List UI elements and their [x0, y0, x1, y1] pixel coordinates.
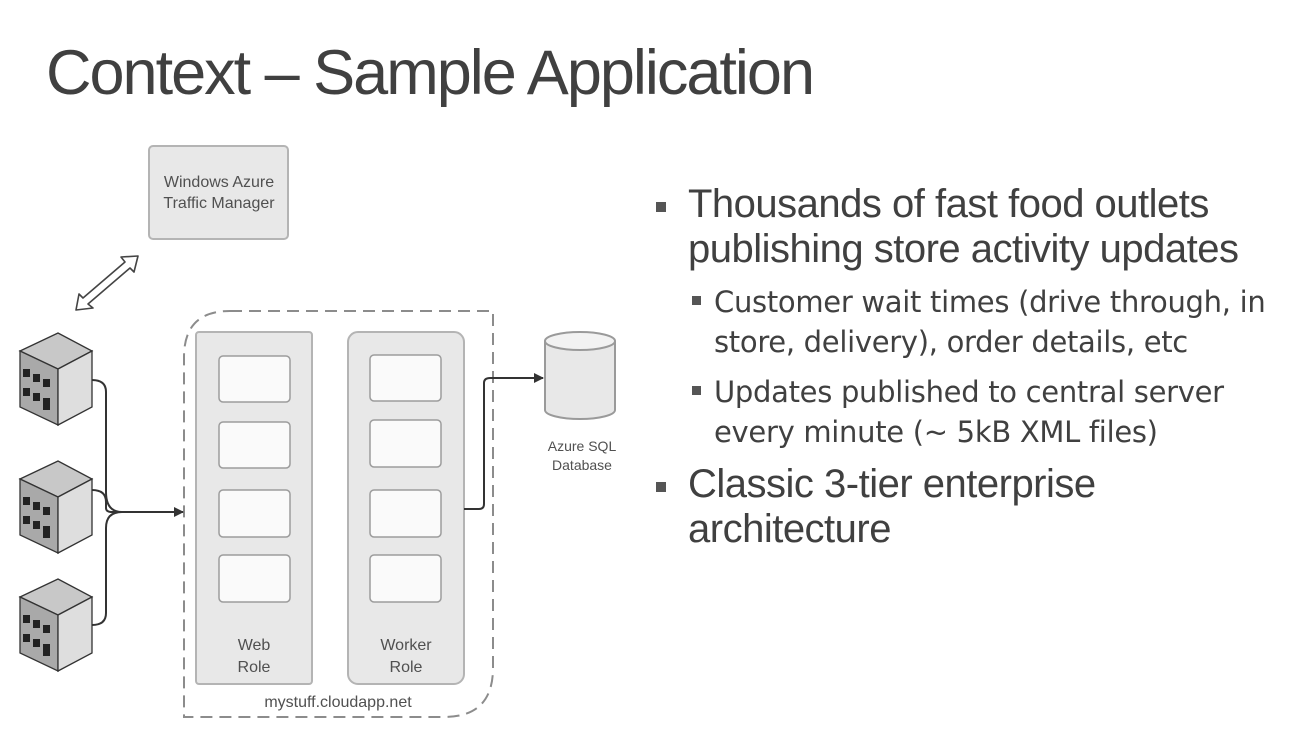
sub-bullet-item: Updates published to central server ever… [688, 372, 1290, 452]
traffic-manager-label-line2: Traffic Manager [163, 195, 275, 212]
building-icon [18, 332, 94, 427]
slide-title: Context – Sample Application [46, 38, 815, 108]
worker-to-database-connector [464, 373, 544, 510]
database-label-line2: Database [552, 457, 612, 473]
sub-bullet-list: Customer wait times (drive through, in s… [688, 282, 1290, 452]
traffic-manager-label-line1: Windows Azure [164, 174, 274, 191]
bullet-text: Classic 3-tier enterprise architecture [688, 462, 1096, 551]
web-role-panel: Web Role [195, 331, 313, 685]
cloud-service-container: mystuff.cloudapp.net [183, 310, 494, 718]
bullet-list: Thousands of fast food outlets publishin… [650, 182, 1290, 560]
sub-bullet-item: Customer wait times (drive through, in s… [688, 282, 1290, 362]
web-role-label-line2: Role [238, 659, 271, 676]
web-role-instance [218, 355, 291, 403]
web-role-label-line1: Web [238, 637, 271, 654]
sub-bullet-text: Customer wait times (drive through, in s… [714, 285, 1266, 359]
square-bullet-icon [656, 202, 666, 212]
worker-role-label-line2: Role [390, 659, 423, 676]
double-arrow-icon [75, 255, 139, 311]
sub-bullet-text: Updates published to central server ever… [714, 375, 1224, 449]
bullet-text: Thousands of fast food outlets publishin… [688, 182, 1239, 271]
square-bullet-icon [692, 386, 701, 395]
bullet-item: Thousands of fast food outlets publishin… [650, 182, 1290, 452]
square-bullet-icon [692, 296, 701, 305]
database-cylinder-icon [544, 331, 616, 420]
worker-role-panel: Worker Role [347, 331, 465, 685]
cloud-service-label: mystuff.cloudapp.net [264, 694, 412, 711]
traffic-manager-node: Windows Azure Traffic Manager [148, 145, 289, 240]
worker-role-instance [369, 489, 442, 538]
architecture-diagram: Windows Azure Traffic Manager mystuff.cl… [18, 145, 617, 718]
worker-role-instance [369, 354, 442, 402]
worker-role-label-line1: Worker [380, 637, 432, 654]
worker-role-instance [369, 419, 442, 468]
web-role-instance [218, 489, 291, 538]
building-icon [18, 578, 94, 673]
worker-role-instance [369, 554, 442, 603]
store-connectors [91, 379, 184, 626]
web-role-instance [218, 421, 291, 469]
web-role-instance [218, 554, 291, 603]
building-icon [18, 460, 94, 555]
bullet-item: Classic 3-tier enterprise architecture [650, 462, 1290, 552]
square-bullet-icon [656, 482, 666, 492]
database-label-line1: Azure SQL [548, 438, 617, 454]
